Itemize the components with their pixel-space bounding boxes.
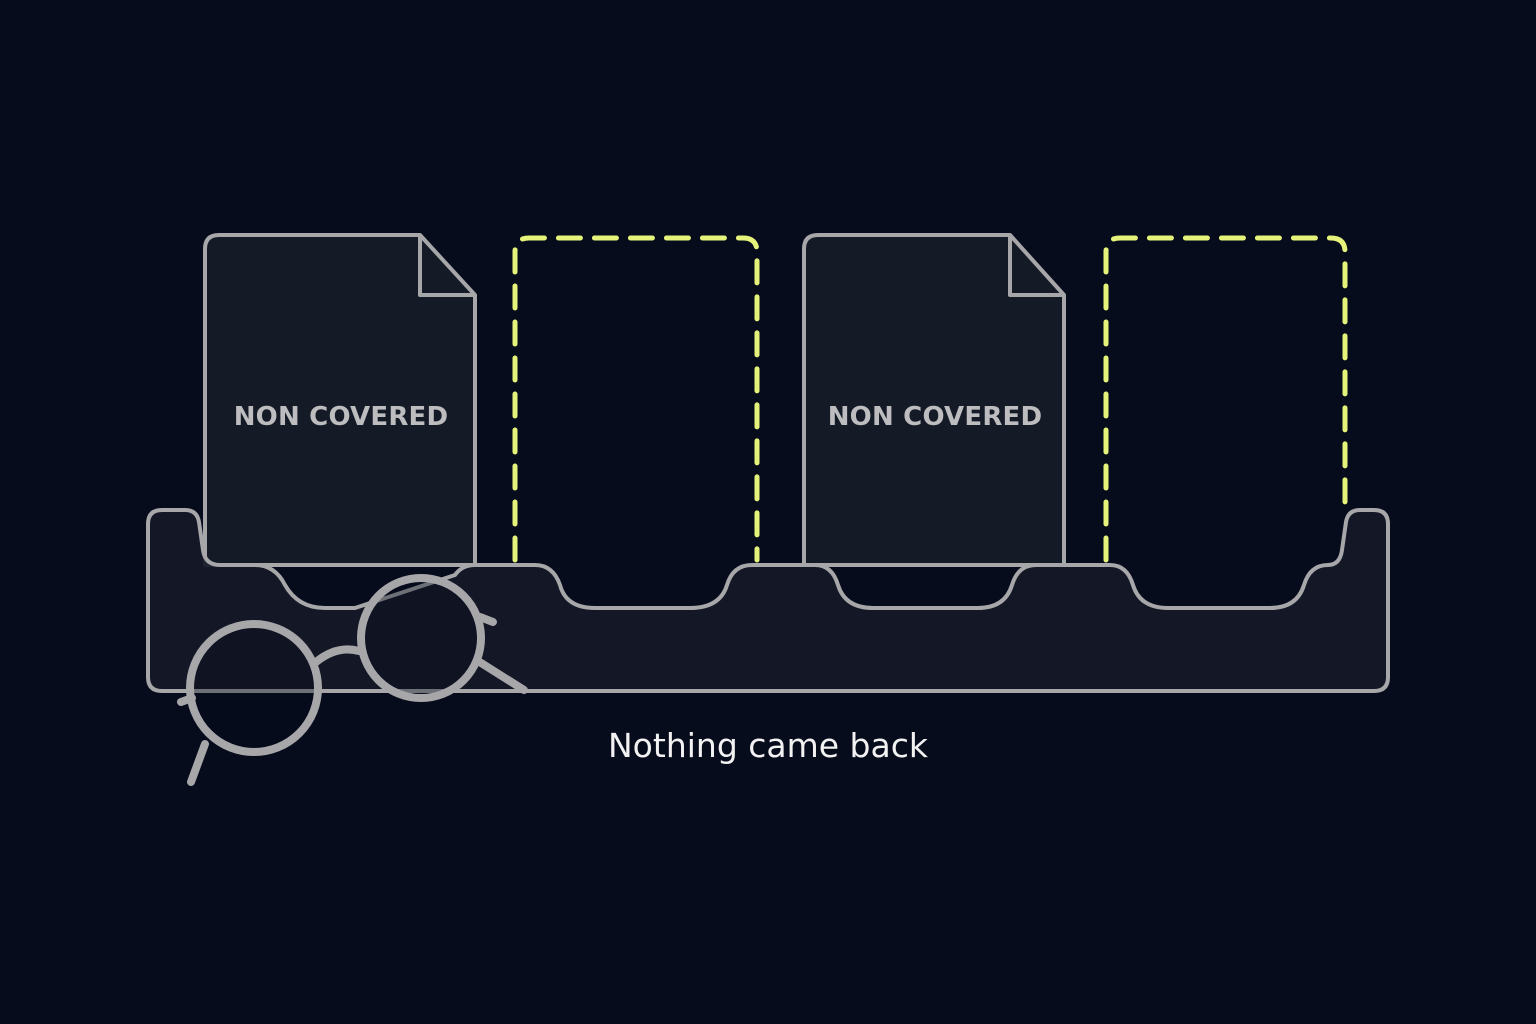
- document-2-body: [802, 233, 1066, 567]
- document-2-label: NON COVERED: [828, 402, 1043, 432]
- empty-slot-1: [512, 235, 760, 563]
- glasses-temple-left: [187, 740, 209, 786]
- document-tray: [146, 508, 1390, 693]
- eyeglasses-icon: [177, 574, 528, 786]
- document-1-corner-fold: [418, 235, 475, 297]
- glasses-lens-right: [357, 574, 485, 702]
- glasses-lens-left: [186, 620, 322, 756]
- glasses-bridge: [312, 645, 363, 666]
- glasses-hinge-left: [177, 694, 196, 706]
- document-card-1: NON COVERED: [203, 233, 477, 567]
- document-1-label: NON COVERED: [234, 402, 449, 432]
- document-1-body: [203, 233, 477, 567]
- document-2-corner-fold: [1008, 235, 1064, 297]
- empty-state-caption: Nothing came back: [608, 726, 929, 765]
- document-card-2: NON COVERED: [802, 233, 1066, 567]
- glasses-temple-right: [474, 657, 528, 694]
- empty-slot-2: [1103, 235, 1348, 563]
- glasses-hinge-right: [476, 613, 497, 626]
